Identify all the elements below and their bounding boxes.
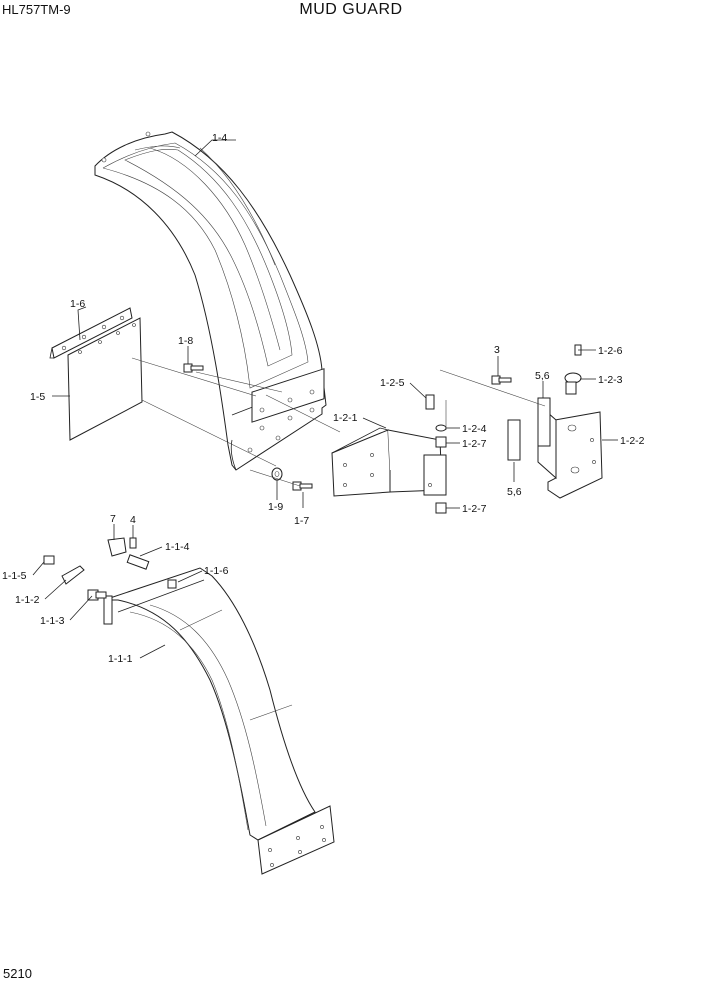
page-title: MUD GUARD xyxy=(299,1,403,18)
callout-1-2-4: 1-2-4 xyxy=(462,423,487,435)
callout-1-2-6: 1-2-6 xyxy=(598,345,623,357)
frame-small-parts xyxy=(43,537,177,601)
callout-1-1-6: 1-1-6 xyxy=(204,565,229,577)
callout-1-7: 1-7 xyxy=(294,515,309,527)
callout-3: 3 xyxy=(494,344,500,356)
hinge-pin-parts xyxy=(425,394,447,514)
model-code: HL757TM-9 xyxy=(2,2,71,17)
callout-1-1-3: 1-1-3 xyxy=(40,615,65,627)
callout-1-2-7-lower: 1-2-7 xyxy=(462,503,487,515)
callout-labels: 1-4 1-6 1-5 1-8 1-9 1-7 3 1-2-6 1-2-3 5,… xyxy=(2,132,645,665)
callout-1-2-1: 1-2-1 xyxy=(333,412,358,424)
leader-lines xyxy=(32,139,618,659)
callout-5-6-upper: 5,6 xyxy=(535,370,550,382)
washer-1-9 xyxy=(271,467,283,481)
callout-1-1-4: 1-1-4 xyxy=(165,541,190,553)
hinge-bracket xyxy=(331,427,447,497)
bolt-1-8 xyxy=(183,363,204,373)
callout-1-2-2: 1-2-2 xyxy=(620,435,645,447)
callout-1-2-5: 1-2-5 xyxy=(380,377,405,389)
pivot-pin-1-2-3 xyxy=(564,372,582,395)
callout-1-4: 1-4 xyxy=(212,132,227,144)
callout-7: 7 xyxy=(110,513,116,525)
callout-1-2-3: 1-2-3 xyxy=(598,374,623,386)
callout-1-1-5: 1-1-5 xyxy=(2,570,27,582)
callout-1-5: 1-5 xyxy=(30,391,45,403)
pivot-bracket xyxy=(507,397,603,499)
bolt-1-7 xyxy=(292,481,313,491)
callout-1-9: 1-9 xyxy=(268,501,283,513)
callout-1-6: 1-6 xyxy=(70,298,85,310)
callout-1-1-2: 1-1-2 xyxy=(15,594,40,606)
callout-1-8: 1-8 xyxy=(178,335,193,347)
callout-1-2-7-upper: 1-2-7 xyxy=(462,438,487,450)
flap-mount-bracket xyxy=(49,307,133,359)
callout-4: 4 xyxy=(130,514,136,526)
rubber-mud-flap xyxy=(67,317,143,441)
callout-1-1-1: 1-1-1 xyxy=(108,653,133,665)
callout-5-6-lower: 5,6 xyxy=(507,486,522,498)
page-number: 5210 xyxy=(3,966,32,981)
bolt-3 xyxy=(491,375,512,385)
mud-guard-shell xyxy=(94,131,327,471)
mud-guard-frame xyxy=(103,567,335,875)
